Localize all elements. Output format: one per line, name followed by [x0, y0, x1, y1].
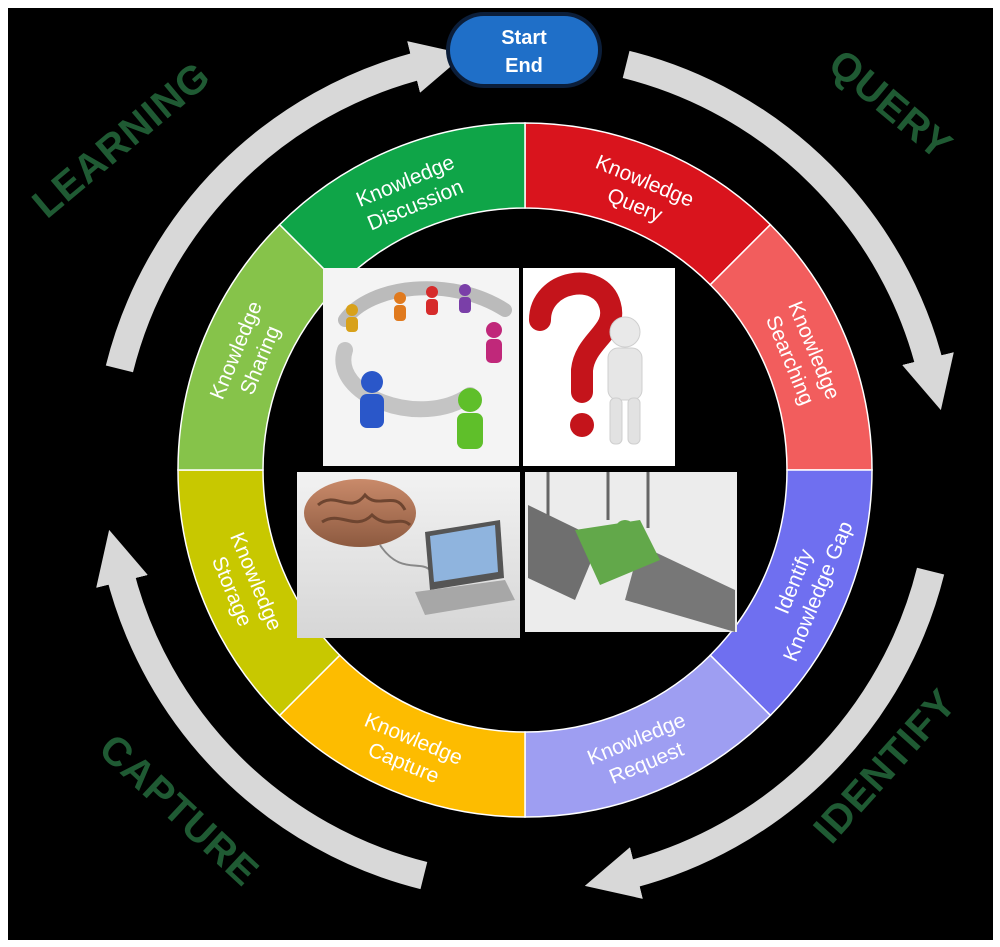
end-label: End [505, 55, 543, 77]
process-ring: KnowledgeQueryKnowledgeSearchingIdentify… [177, 122, 873, 818]
arrow-identify [584, 567, 945, 899]
arrow-capture [96, 529, 428, 890]
cycle-arrows [96, 41, 954, 899]
brain-laptop-icon [297, 472, 520, 638]
start-label: Start [501, 27, 547, 49]
center-images [297, 268, 737, 638]
start-end-node[interactable]: Start End [446, 12, 602, 88]
people-discussion-icon [323, 268, 519, 466]
ring-segment-knowledge-discussion [278, 122, 526, 286]
question-mark-figure-icon [523, 268, 675, 466]
puzzle-bridge-icon [525, 472, 737, 632]
arrow-query [622, 50, 954, 411]
arrow-learning [105, 41, 466, 373]
